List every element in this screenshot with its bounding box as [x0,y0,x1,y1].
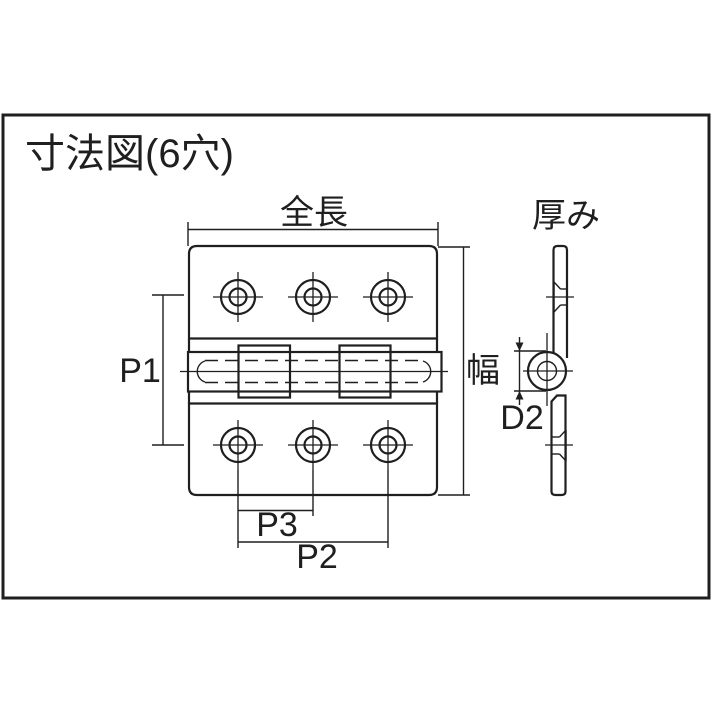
hinge-barrel [180,344,448,399]
d2-arrow-bottom [515,391,524,400]
dimension-p3: P3 [238,506,313,544]
side-countersink-top [546,281,574,313]
d2-label: D2 [500,399,543,437]
diagram-title: 寸法図(6穴) [25,132,234,176]
side-upper-plate [552,244,569,358]
hole-top-left [211,270,265,324]
p1-label: P1 [119,352,161,390]
side-view: 厚み [500,197,600,497]
p3-label: P3 [256,506,298,544]
hole-bottom-right [361,418,415,472]
border-frame [1,113,711,600]
leaf-barrel-connectors [187,338,439,404]
thickness-label: 厚み [532,197,600,235]
lower-leaf-outline [187,402,439,497]
upper-leaf-outline [187,244,439,340]
overall-length-label: 全長 [280,194,348,232]
pin-cap-right [422,360,432,383]
pin-cap-left [196,360,206,383]
front-view [180,244,448,497]
width-label: 幅 [466,352,500,390]
side-lower-plate [550,394,567,497]
dimension-d2: D2 [500,337,546,437]
side-barrel [523,333,573,406]
hole-top-right [361,270,415,324]
p2-label: P2 [296,538,338,576]
dimension-overall-length: 全長 [187,194,439,246]
dimension-p2: P2 [238,538,388,576]
hole-extension-lines [237,470,389,548]
dimension-width: 幅 [438,246,500,496]
hole-bottom-center [286,418,340,472]
hole-bottom-left [211,418,265,472]
hole-top-center [286,270,340,324]
d2-arrow-top [515,342,524,351]
side-countersink-bottom [545,429,573,462]
dimension-p1: P1 [119,294,184,446]
